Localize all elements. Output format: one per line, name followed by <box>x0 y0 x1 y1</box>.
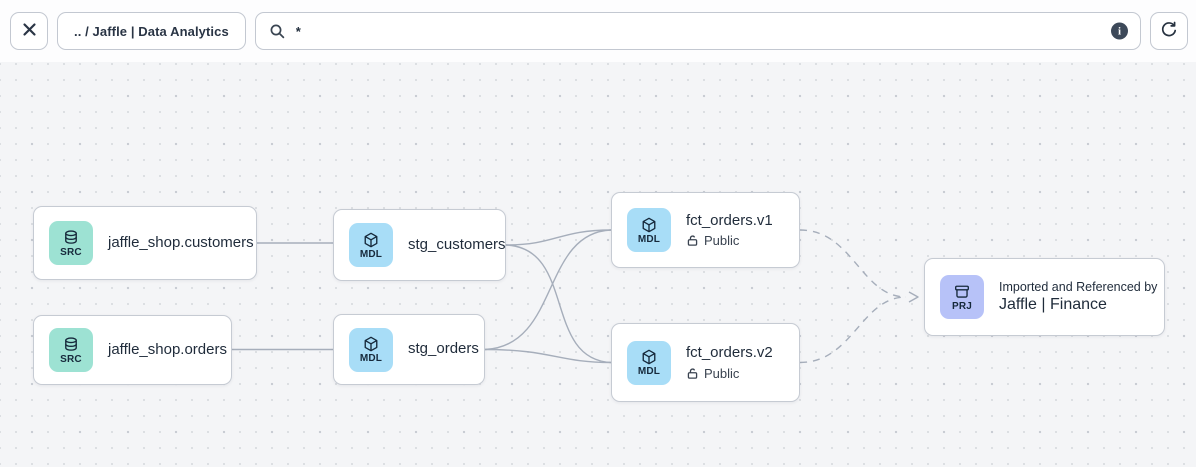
node-jaffle-shop-orders[interactable]: SRC jaffle_shop.orders <box>33 315 232 385</box>
cube-icon <box>640 348 658 366</box>
node-fct-orders-v2[interactable]: MDL fct_orders.v2 Public <box>611 323 800 402</box>
node-title: jaffle_shop.orders <box>108 340 227 358</box>
source-badge: SRC <box>49 221 93 265</box>
node-title: stg_customers <box>408 235 506 253</box>
node-title: jaffle_shop.customers <box>108 233 254 251</box>
node-jaffle-shop-customers[interactable]: SRC jaffle_shop.customers <box>33 206 257 280</box>
unlock-icon <box>686 234 699 247</box>
search-bar[interactable]: i <box>254 12 1141 50</box>
model-badge: MDL <box>627 208 671 252</box>
badge-label: MDL <box>359 248 383 260</box>
project-badge: PRJ <box>940 275 984 319</box>
model-badge: MDL <box>627 340 671 385</box>
breadcrumb[interactable]: .. / Jaffle | Data Analytics <box>57 12 246 50</box>
node-title: fct_orders.v1 <box>686 211 773 229</box>
edge-arrowhead <box>908 291 919 303</box>
database-icon <box>62 229 80 247</box>
model-badge: MDL <box>349 223 393 267</box>
edge-fct-v1-project <box>799 229 907 298</box>
toolbar: .. / Jaffle | Data Analytics i <box>0 0 1196 62</box>
project-subtitle: Imported and Referenced by <box>999 280 1158 294</box>
node-stg-orders[interactable]: MDL stg_orders <box>333 314 485 385</box>
model-badge: MDL <box>349 327 393 372</box>
node-title: stg_orders <box>408 340 479 358</box>
project-title: Jaffle | Finance <box>999 296 1107 313</box>
edge-stg-orders-fct-v2 <box>484 348 612 364</box>
close-icon <box>22 22 37 40</box>
node-fct-orders-v1[interactable]: MDL fct_orders.v1 Public <box>611 192 800 268</box>
access-label: Public <box>704 233 740 249</box>
badge-label: PRJ <box>951 300 973 312</box>
badge-label: MDL <box>637 233 661 245</box>
badge-label: SRC <box>60 246 82 258</box>
breadcrumb-label: .. / Jaffle | Data Analytics <box>74 23 229 39</box>
badge-label: MDL <box>637 366 661 377</box>
search-icon <box>269 23 286 40</box>
source-badge: SRC <box>49 328 93 372</box>
access-label: Public <box>704 365 740 381</box>
unlock-icon <box>686 367 699 380</box>
search-input[interactable] <box>295 23 1100 39</box>
badge-label: MDL <box>359 353 383 364</box>
node-project-jaffle-finance[interactable]: PRJ Imported and Referenced by Jaffle | … <box>924 258 1165 336</box>
cube-icon <box>362 335 380 353</box>
edge-stg-customers-fct-v1 <box>505 229 612 246</box>
close-button[interactable] <box>10 12 48 50</box>
node-title: fct_orders.v2 <box>686 344 773 362</box>
edge-fct-v2-project <box>799 296 907 364</box>
edge-stg-customers-fct-v2 <box>505 244 612 364</box>
access-row: Public <box>686 366 773 381</box>
refresh-button[interactable] <box>1150 12 1188 50</box>
lineage-canvas[interactable]: SRC jaffle_shop.customers SRC jaffle_sho… <box>0 62 1196 467</box>
archive-box-icon <box>953 283 971 301</box>
badge-label: SRC <box>60 353 82 365</box>
refresh-icon <box>1160 21 1178 42</box>
database-icon <box>62 336 80 354</box>
cube-icon <box>640 216 658 234</box>
node-stg-customers[interactable]: MDL stg_customers <box>333 209 506 281</box>
info-icon[interactable]: i <box>1111 22 1128 40</box>
cube-icon <box>362 231 380 249</box>
access-row: Public <box>686 233 773 248</box>
